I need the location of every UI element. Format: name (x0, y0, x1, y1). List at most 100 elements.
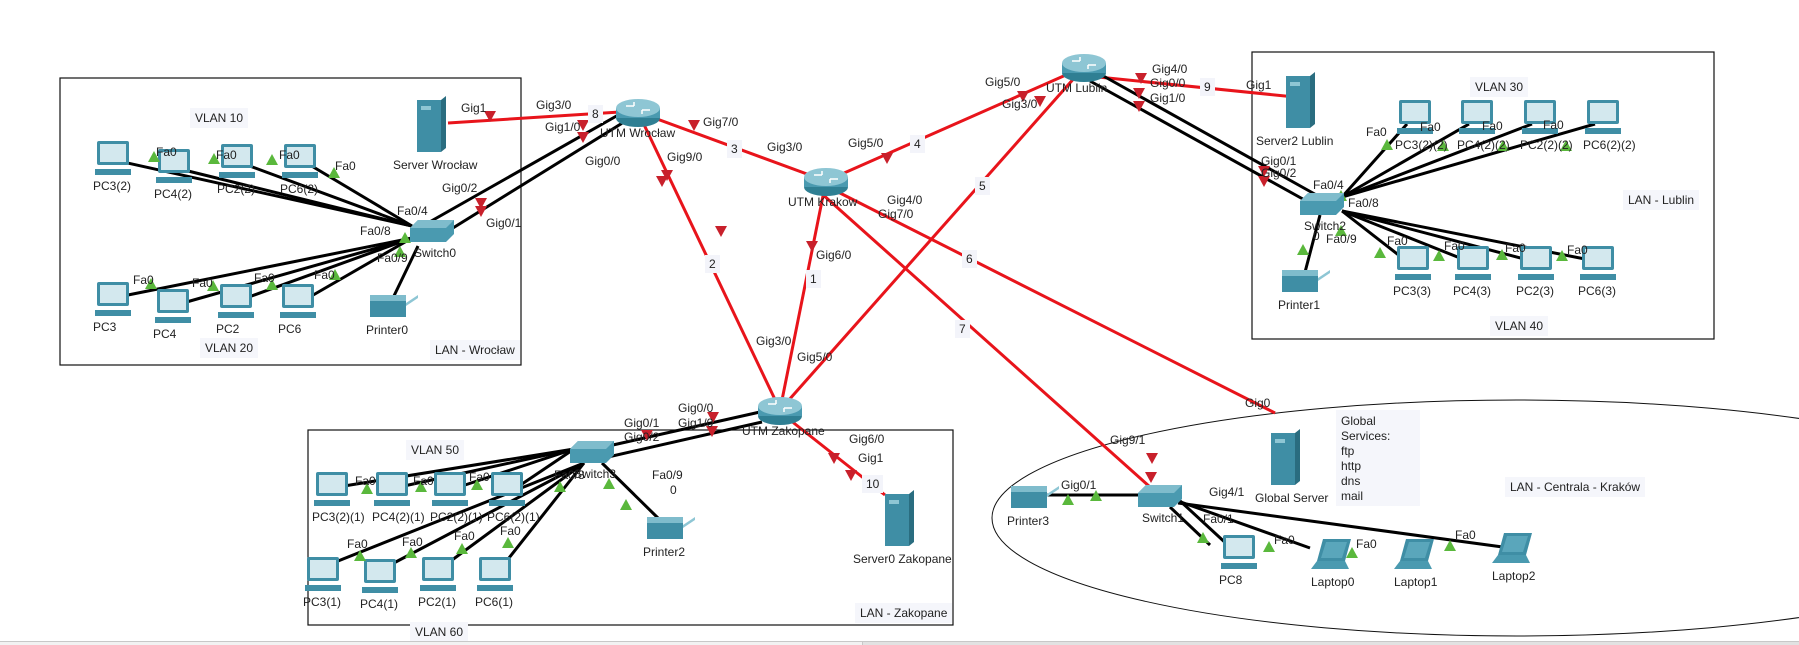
pc-name-label: PC6(2)(1) (487, 510, 540, 524)
server-side (909, 490, 914, 546)
lan-title-label: LAN - Zakopane (855, 603, 953, 623)
pc-keyboard (156, 177, 192, 183)
port-label: Gig0/0 (1150, 76, 1186, 90)
wan-port-marker (577, 120, 589, 131)
port-label: Gig4/0 (1152, 62, 1188, 76)
link-number-label: 9 (1200, 78, 1215, 96)
port-up-marker (145, 278, 157, 289)
port-label: Fa0 (413, 474, 434, 488)
pc-name-label: PC2(1) (418, 595, 457, 609)
pc-keyboard (362, 587, 398, 593)
server-name-label: Global Server (1255, 491, 1329, 505)
pc-screen (1585, 249, 1611, 267)
switch-name-label: Switch3 (574, 467, 617, 481)
pc-screen (1527, 103, 1553, 121)
port-up-marker (208, 153, 220, 164)
access-link (332, 461, 585, 565)
port-up-marker (1556, 250, 1568, 261)
link-number-label: 10 (862, 475, 884, 493)
port-label: Fa0 (279, 148, 300, 162)
pc-name-label: PC2(2)(2) (1520, 138, 1573, 152)
printer-tray (683, 517, 695, 528)
port-label: Gig0/2 (1261, 166, 1297, 180)
port-up-marker (1335, 225, 1347, 236)
global-service-item: http (1341, 459, 1362, 473)
wan-port-marker (688, 120, 700, 131)
pc-keyboard (1395, 274, 1431, 280)
access-link (183, 168, 413, 228)
pc-screen (367, 562, 393, 580)
wan-port-marker (828, 453, 840, 464)
pc-name-label: PC4(2)(1) (372, 510, 425, 524)
global-service-item: ftp (1341, 444, 1355, 458)
pc-name-label: PC6(3) (1578, 284, 1617, 298)
pc-keyboard (432, 500, 468, 506)
pc-keyboard (218, 312, 254, 318)
pc-name-label: PC2(2) (217, 182, 256, 196)
pc-screen (1464, 103, 1490, 121)
switch-name-label: Switch2 (1304, 219, 1347, 233)
port-up-marker (1346, 547, 1358, 558)
pc-keyboard (282, 172, 318, 178)
pc-screen (100, 144, 126, 162)
trunk-link (439, 120, 625, 238)
port-label: Fa0 (1387, 234, 1408, 248)
pc-name-label: PC4(1) (360, 597, 399, 611)
port-up-marker (1560, 140, 1572, 151)
port-up-marker (329, 269, 341, 280)
switch-icon-top (410, 220, 454, 228)
router-icon (1062, 54, 1106, 82)
port-up-marker (354, 550, 366, 561)
server-side (1310, 72, 1315, 128)
port-up-marker (456, 543, 468, 554)
laptop-base (1311, 561, 1349, 569)
wan-port-marker (1146, 453, 1158, 464)
pc-screen (161, 152, 187, 170)
pc-screen (285, 287, 311, 305)
horizontal-scrollbar[interactable] (0, 641, 1799, 645)
port-up-marker (1496, 249, 1508, 260)
port-up-marker (1197, 532, 1209, 543)
pc-name-label: PC8 (1219, 573, 1243, 587)
switch-icon-top (570, 441, 614, 449)
pc-keyboard (305, 585, 341, 591)
port-label: Gig3/0 (767, 140, 803, 154)
wan-port-marker (881, 153, 893, 164)
port-label: Gig7/0 (878, 207, 914, 221)
port-label: Gig9/1 (1110, 433, 1146, 447)
lan-title-label: LAN - Lublin (1623, 190, 1700, 210)
access-link (246, 163, 413, 228)
link-number-label: 1 (806, 270, 821, 288)
pc-name-label: PC2(3) (1516, 284, 1555, 298)
pc-keyboard (280, 312, 316, 318)
port-label: Gig7/0 (703, 115, 739, 129)
pc-name-label: PC4(3) (1453, 284, 1492, 298)
port-label: Fa0/8 (554, 468, 585, 482)
pc-name-label: PC3(3) (1393, 284, 1432, 298)
router-name-label: UTM Zakopane (742, 424, 825, 438)
link-number-label: 4 (910, 135, 925, 153)
access-link (309, 163, 413, 228)
switch-icon-top (1138, 485, 1182, 493)
port-label: Fa0/9 (377, 251, 408, 265)
port-label: Fa0 (1366, 125, 1387, 139)
port-label: Fa0 (500, 524, 521, 538)
port-label: Fa0 (1444, 239, 1465, 253)
wan-port-marker (1133, 88, 1145, 99)
lan-box-zakopane (307, 429, 954, 626)
wan-port-marker (707, 412, 719, 423)
vlan-label: VLAN 40 (1490, 316, 1549, 336)
port-label: Fa0/1 (1203, 512, 1234, 526)
global-services-title: Global Services: (1341, 414, 1391, 443)
pc-name-label: PC4(2) (154, 187, 193, 201)
port-up-marker (266, 154, 278, 165)
port-up-marker (1497, 140, 1509, 151)
access-link (461, 447, 575, 488)
pc-screen (1226, 538, 1252, 556)
pc-keyboard (1221, 563, 1257, 569)
port-up-marker (405, 547, 417, 558)
pc-keyboard (1580, 274, 1616, 280)
wan-port-marker (1258, 166, 1270, 177)
